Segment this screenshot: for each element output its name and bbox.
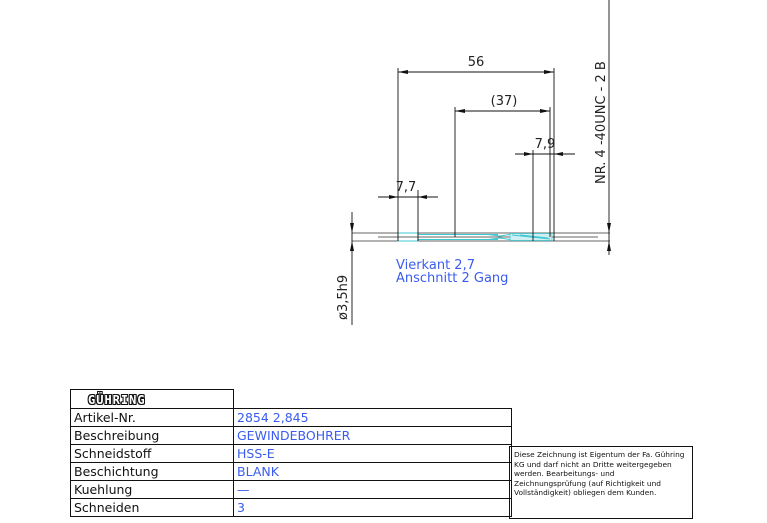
table-row: Beschichtung BLANK (70, 462, 512, 481)
extension-lines (397, 68, 555, 241)
row-value: GEWINDEBOHRER (233, 426, 512, 445)
row-label: Beschichtung (70, 462, 234, 481)
table-row: Schneidstoff HSS-E (70, 444, 512, 463)
logo-row-spacer (234, 390, 512, 409)
thread-hatch-2 (519, 234, 549, 239)
arrow-left-79 (524, 152, 533, 156)
logo-cell: GÜHRING (70, 389, 234, 409)
note-square: Vierkant 2,7 (396, 258, 475, 273)
guehring-logo: GÜHRING (88, 392, 146, 407)
row-value: BLANK (233, 462, 512, 481)
table-row: Beschreibung GEWINDEBOHRER (70, 426, 512, 445)
row-label: Schneidstoff (70, 444, 234, 463)
dim-overall-length: 56 (398, 55, 554, 74)
arrow-top-thread-spec (607, 223, 611, 233)
arrow-left-56 (398, 70, 408, 74)
title-block: GÜHRING Artikel-Nr. 2854 2,845 Beschreib… (70, 389, 512, 517)
ownership-disclaimer: Diese Zeichnung ist Eigentum der Fa. Güh… (509, 446, 693, 519)
dim-thread-length: (37) (455, 94, 550, 113)
table-row: Artikel-Nr. 2854 2,845 (70, 408, 512, 427)
arrow-top-diameter (350, 223, 354, 233)
row-value: — (233, 480, 512, 499)
logo-row: GÜHRING (70, 389, 512, 409)
dim-shank-diameter: ø3,5h9 (336, 212, 354, 325)
row-label: Artikel-Nr. (70, 408, 234, 427)
neck-taper-top (487, 234, 511, 237)
row-value: HSS-E (233, 444, 512, 463)
table-row: Kuehlung — (70, 480, 512, 499)
dim-square-length: 7,7 (378, 180, 438, 199)
arrow-left-37 (455, 109, 465, 113)
tool-body (352, 232, 610, 242)
arrow-bottom-thread-spec (607, 241, 611, 251)
dim-right-section: 7,9 (515, 137, 575, 156)
arrow-right-37 (540, 109, 550, 113)
dim-label-77: 7,7 (396, 180, 417, 195)
row-label: Schneiden (70, 498, 234, 517)
thread-spec-label: NR. 4 -40UNC - 2 B (594, 61, 609, 184)
row-label: Beschreibung (70, 426, 234, 445)
row-value: 2854 2,845 (233, 408, 512, 427)
table-row: Schneiden 3 (70, 498, 512, 517)
row-value: 3 (233, 498, 512, 517)
note-chamfer: Anschnitt 2 Gang (396, 271, 508, 286)
thread-hatch-1 (511, 234, 551, 240)
arrow-right-79 (554, 152, 563, 156)
arrow-right-56 (544, 70, 554, 74)
dim-label-56: 56 (468, 55, 485, 70)
arrow-bottom-diameter (350, 241, 354, 251)
arrow-left-77 (389, 195, 398, 199)
row-label: Kuehlung (70, 480, 234, 499)
dim-label-37: (37) (491, 94, 518, 109)
dim-label-79: 7,9 (535, 137, 556, 152)
neck-taper-bottom (487, 237, 511, 240)
arrow-right-77 (418, 195, 427, 199)
dim-thread-spec: NR. 4 -40UNC - 2 B (594, 0, 611, 255)
dim-label-diameter: ø3,5h9 (336, 275, 351, 320)
